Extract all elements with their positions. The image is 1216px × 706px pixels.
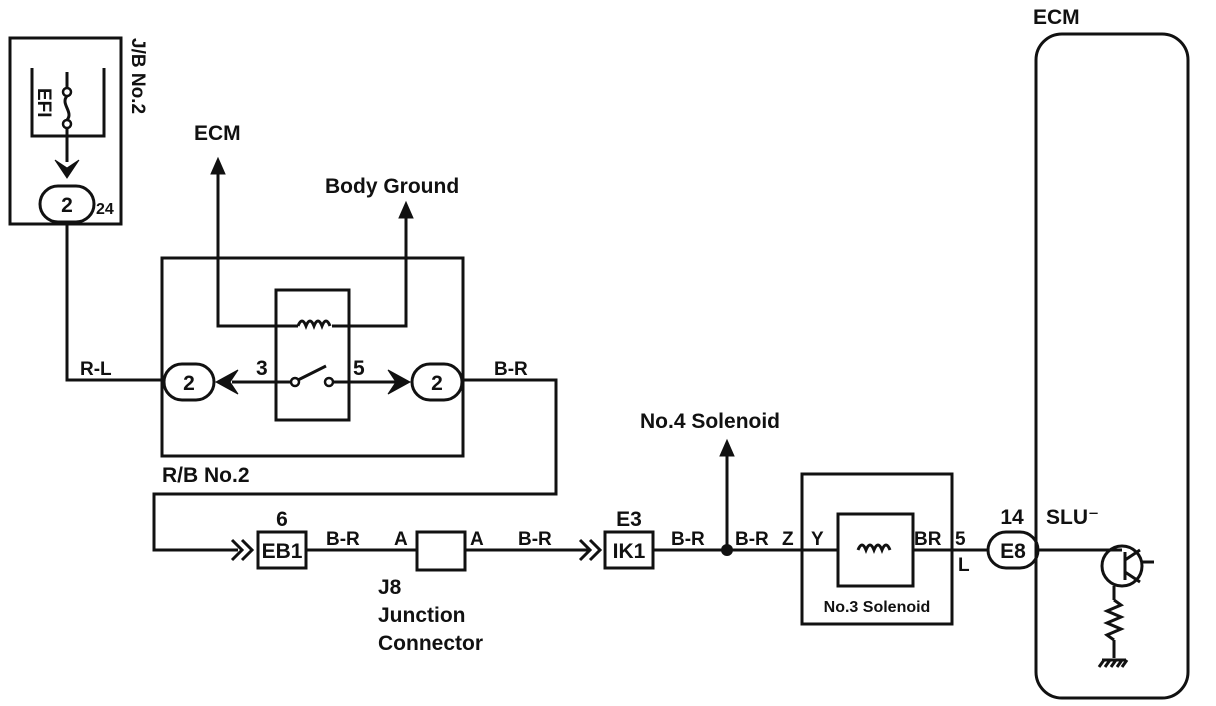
rb-no2-title: R/B No.2	[162, 464, 250, 487]
no3-solenoid-coil-icon	[856, 543, 892, 555]
rb-connector-right-chevron	[387, 369, 412, 395]
transistor-icon	[1100, 544, 1144, 588]
wire-r-l	[65, 222, 164, 382]
rb-connector-right-pill	[410, 362, 464, 402]
rb-connector-right-pin: 2	[431, 372, 443, 395]
ecm-box	[1034, 32, 1190, 700]
no3-solenoid-five: 5	[955, 529, 966, 550]
rb-connector-left-chevron	[214, 369, 239, 395]
wire-b-r-label-2: B-R	[326, 529, 360, 550]
relay-switch-blade	[297, 364, 327, 382]
relay-coil-icon	[296, 319, 332, 331]
efi-fuse-terminal-bottom	[61, 118, 73, 130]
j8-junction-connector	[415, 530, 467, 572]
rb-connector-left-pin: 2	[183, 372, 195, 395]
eb1-pin: 6	[276, 508, 288, 531]
wire-b-r-label-3: B-R	[518, 529, 552, 550]
relay-term-3: 3	[256, 357, 268, 380]
wire-relay-coil-ground	[332, 216, 408, 328]
wire-relay-coil-ecm	[216, 172, 298, 328]
ecm-left-arrow	[210, 156, 226, 175]
wire-b-r-label-1: B-R	[494, 359, 528, 380]
no3-solenoid-z: Z	[782, 529, 794, 550]
rb-connector-left-pill	[162, 362, 216, 402]
slu-label: SLU⁻	[1046, 506, 1099, 529]
relay-term-5: 5	[353, 357, 365, 380]
wire-b-r-rb-to-eb1	[152, 378, 558, 552]
wire-b-r-label-5: B-R	[735, 529, 769, 550]
j8-pin-a-right: A	[470, 529, 484, 550]
jb-no2-title: J/B No.2	[127, 38, 148, 114]
body-ground-label: Body Ground	[325, 175, 459, 198]
jb-connector-pin: 2	[61, 194, 73, 217]
ecm-top-label: ECM	[1033, 6, 1080, 29]
e8-pin: 14	[1000, 506, 1024, 529]
resistor-icon	[1103, 598, 1125, 642]
ecm-left-label: ECM	[194, 122, 241, 145]
ik1-input-chevron	[578, 538, 603, 562]
j8-desc-line2: Connector	[378, 632, 483, 655]
j8-name: J8	[378, 576, 402, 599]
ik1-pin: E3	[616, 508, 642, 531]
relay-switch-contact-right	[323, 376, 335, 388]
wire-b-r-label-4: B-R	[671, 529, 705, 550]
no3-solenoid-name: No.3 Solenoid	[824, 599, 931, 616]
no4-solenoid-label: No.4 Solenoid	[640, 410, 780, 433]
relay-body	[274, 288, 351, 422]
rb-no2-box	[160, 256, 465, 458]
efi-fuse-element	[63, 95, 71, 121]
eb1-label: EB1	[262, 540, 303, 563]
jb-connector-chevron	[54, 159, 80, 179]
efi-fuse-label: EFI	[33, 88, 54, 118]
no3-solenoid-y: Y	[811, 529, 824, 550]
no3-solenoid-l: L	[958, 555, 970, 576]
wire-r-l-label: R-L	[80, 359, 112, 380]
j8-pin-a-left: A	[394, 529, 408, 550]
eb1-input-chevron	[230, 538, 255, 562]
body-ground-arrow	[398, 200, 414, 219]
e8-label: E8	[1000, 540, 1026, 563]
ground-icon	[1097, 658, 1129, 668]
ik1-label: IK1	[613, 540, 646, 563]
efi-fuse-terminal-top	[61, 86, 73, 98]
j8-desc-line1: Junction	[378, 604, 466, 627]
jb-connector-pin-extra: 24	[96, 201, 114, 218]
no4-solenoid-arrow	[719, 438, 735, 457]
no3-solenoid-br: BR	[914, 529, 942, 550]
